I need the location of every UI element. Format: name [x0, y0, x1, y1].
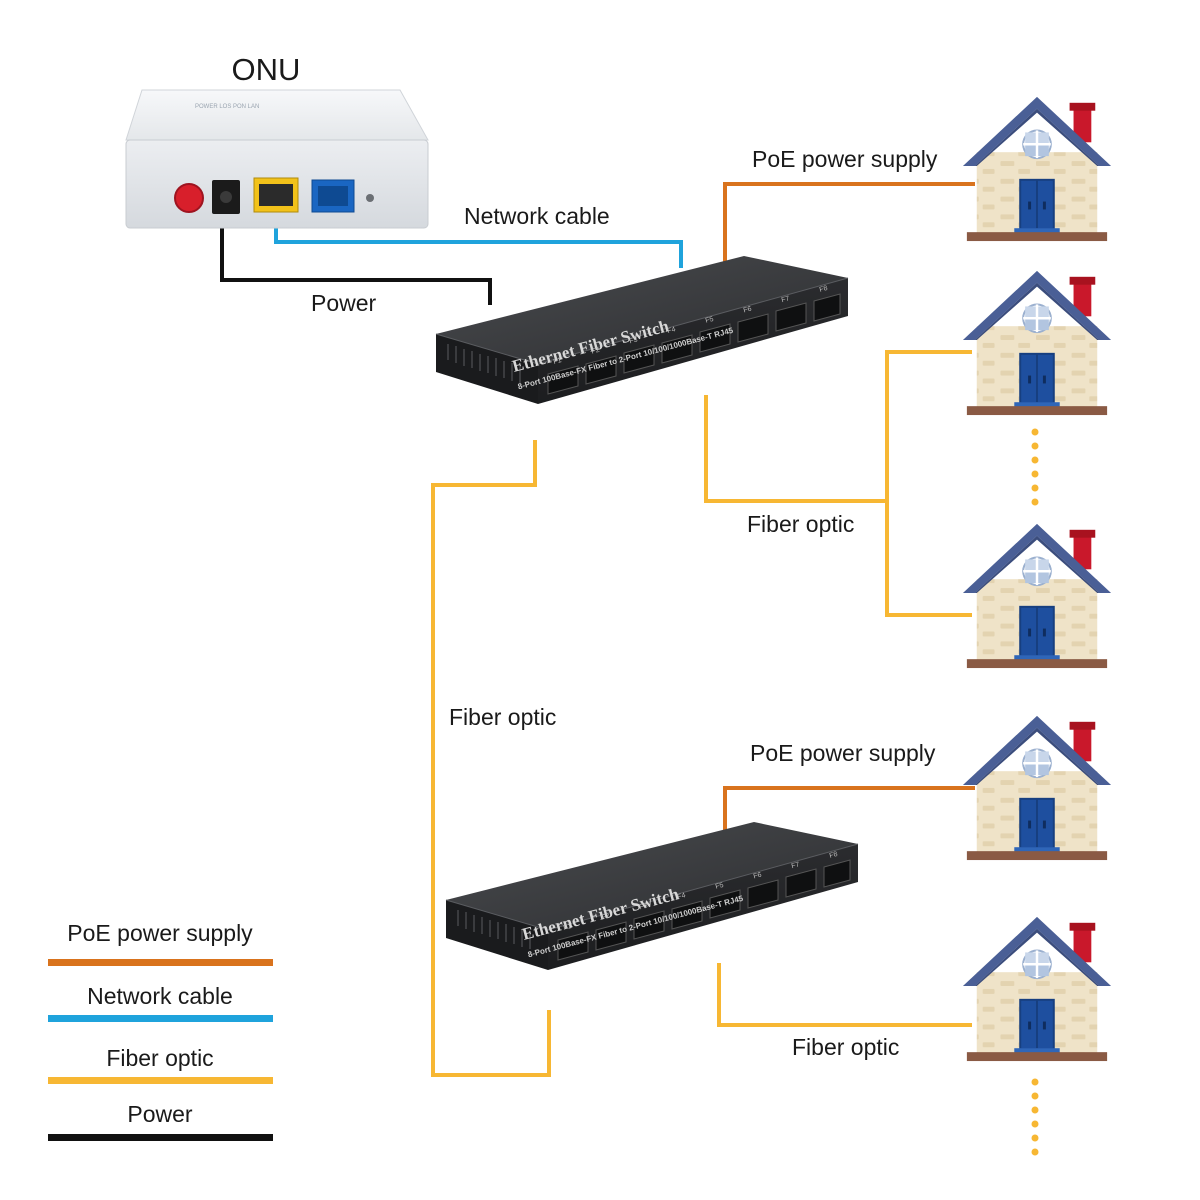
switch1-port-label: F8 [819, 285, 829, 294]
house-icon [962, 714, 1112, 862]
legend-item-fiber: Fiber optic [48, 1045, 273, 1084]
legend-swatch [48, 1134, 273, 1141]
switch2-port-labels: F1 F2 F3 F4 F5 F6 F7 F8 [563, 851, 839, 932]
fiber-cable-switch1-houses [704, 395, 887, 503]
fiber-label-right-bottom: Fiber optic [792, 1034, 899, 1060]
switch1-port-label: F7 [781, 295, 791, 304]
switch2-port-label: F5 [715, 882, 725, 891]
power-label: Power [311, 290, 377, 316]
continuation-dots [1031, 428, 1039, 506]
house-icon [962, 269, 1112, 417]
legend-label: PoE power supply [67, 920, 253, 946]
switch1-port-label: F5 [705, 316, 715, 325]
fiber-cable-house3 [885, 501, 972, 617]
legend-swatch [48, 1015, 273, 1022]
switch1-port-label: F6 [743, 306, 753, 315]
switch2-port-label: F4 [677, 892, 687, 901]
poe-cable-top [723, 182, 975, 262]
switch2-port-label: F8 [829, 851, 839, 860]
legend-label: Fiber optic [106, 1045, 213, 1071]
switch1-port-label: F3 [629, 336, 639, 345]
power-cable [220, 212, 492, 305]
legend-item-poe: PoE power supply [48, 920, 273, 966]
fiber-switch-icon: Ethernet Fiber Switch 8-Port 100Base-FX … [445, 821, 859, 971]
onu-panel-text: POWER LOS PON LAN [195, 104, 259, 110]
switch2-port-label: F7 [791, 861, 801, 870]
switch1-port-labels: F1 F2 F3 F4 F5 F6 F7 F8 [553, 285, 829, 366]
legend-item-network: Network cable [48, 983, 273, 1022]
legend-label: Network cable [87, 983, 233, 1009]
switch1-port-label: F4 [667, 326, 677, 335]
switch2-port-label: F2 [601, 913, 611, 922]
continuation-dots [1031, 1078, 1039, 1156]
fiber-cable-backbone [431, 440, 551, 1077]
poe-label-bottom: PoE power supply [750, 740, 936, 766]
switch2-port-label: F1 [563, 923, 573, 932]
house-icon [962, 95, 1112, 243]
onu-title: ONU [232, 52, 301, 87]
switch2-port-label: F6 [753, 872, 763, 881]
switch1-port-label: F2 [591, 347, 601, 356]
switch2-port-label: F3 [639, 902, 649, 911]
house-icon [962, 522, 1112, 670]
house-icon [962, 915, 1112, 1063]
legend-swatch [48, 1077, 273, 1084]
fiber-label-right-top: Fiber optic [747, 511, 854, 537]
fiber-label-left: Fiber optic [449, 704, 556, 730]
poe-label-top: PoE power supply [752, 146, 938, 172]
fiber-cable-house2 [885, 350, 972, 501]
poe-cable-bottom [723, 786, 975, 830]
legend-item-power: Power [48, 1101, 273, 1141]
onu-device-icon: POWER LOS PON LAN [125, 89, 429, 229]
network-cable-label: Network cable [464, 203, 610, 229]
legend: PoE power supply Network cable Fiber opt… [48, 920, 273, 1141]
legend-label: Power [127, 1101, 193, 1127]
fiber-switch-icon: Ethernet Fiber Switch 8-Port 100Base-FX … [435, 255, 849, 405]
fiber-cable-switch2-house [717, 963, 972, 1027]
switch1-port-label: F1 [553, 357, 563, 366]
legend-swatch [48, 959, 273, 966]
